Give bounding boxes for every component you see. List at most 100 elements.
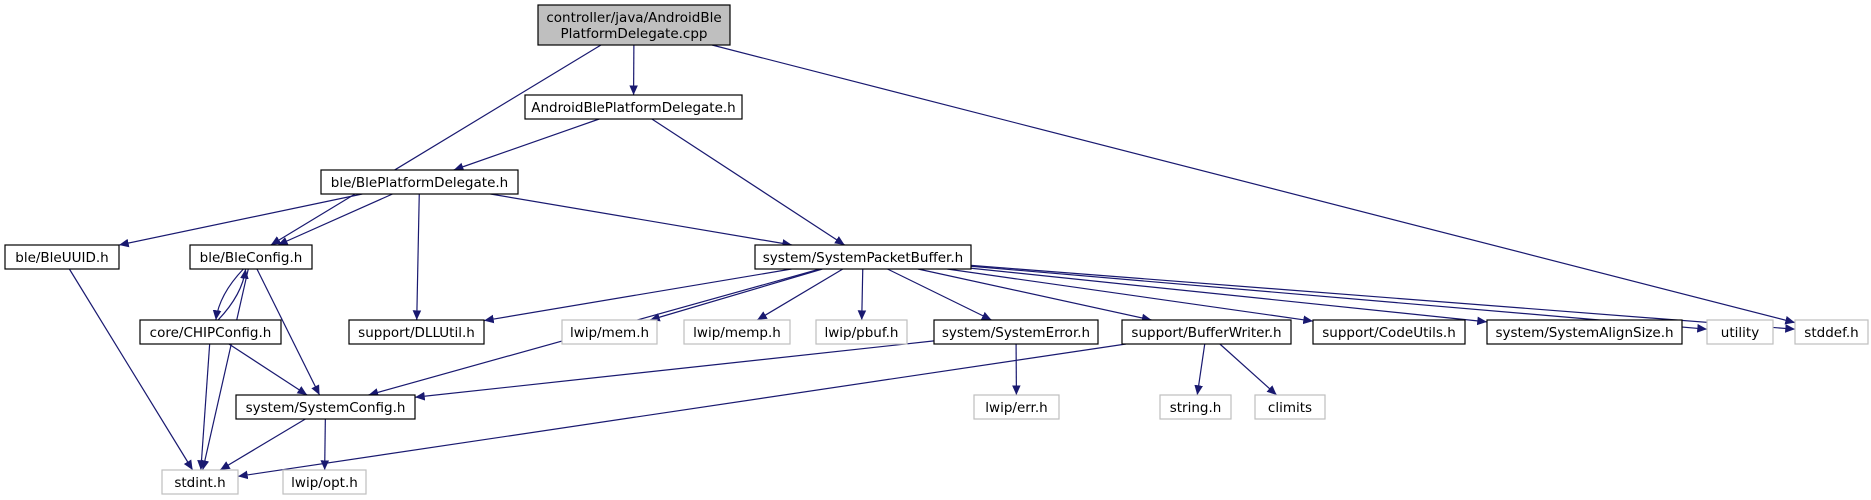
edge-sys-config-h-to-lwip-opt-h — [320, 418, 330, 471]
node-lwip-opt-h: lwip/opt.h — [282, 469, 367, 495]
edge-spb-h-to-alignsize-h — [970, 267, 1488, 326]
node-box-climits — [1254, 394, 1326, 420]
node-box-lwip-pbuf-h — [815, 319, 908, 345]
node-label-bufwriter-h: support/BufferWriter.h — [1131, 325, 1281, 341]
node-codeutils-h[interactable]: support/CodeUtils.h — [1312, 319, 1466, 345]
edge-ble-bpd-h-to-spb-h — [490, 193, 793, 248]
edge-chip-config-h-to-stdint-h — [197, 343, 211, 471]
node-string-h: string.h — [1159, 394, 1232, 420]
node-label-lwip-mem-h: lwip/mem.h — [570, 325, 649, 341]
node-label-stdint-h: stdint.h — [174, 475, 225, 491]
node-box-dllutil-h — [348, 319, 485, 345]
edge-chip-config-h-to-sys-config-h — [228, 343, 308, 396]
node-label-dllutil-h: support/DLLUtil.h — [358, 325, 475, 341]
node-label-alignsize-h: system/SystemAlignSize.h — [1495, 325, 1673, 341]
edge-ble-config-h-to-chip-config-h — [212, 268, 244, 321]
edge-spb-h-to-bufwriter-h — [917, 268, 1152, 323]
edge-abpd-h-to-spb-h — [651, 118, 845, 246]
edge-bufwriter-h-to-string-h — [1194, 343, 1206, 396]
edge-spb-h-to-dllutil-h — [483, 268, 792, 324]
edge-ble-bpd-h-to-ble-config-h — [277, 193, 393, 246]
edge-spb-h-to-sys-error-h — [887, 268, 992, 321]
edge-ble-config-h-to-sys-config-h — [256, 268, 321, 396]
node-lwip-err-h: lwip/err.h — [973, 394, 1060, 420]
node-box-stdint-h — [161, 469, 239, 495]
node-box-abpd-h — [524, 94, 743, 120]
node-lwip-pbuf-h: lwip/pbuf.h — [815, 319, 908, 345]
node-box-chip-config-h — [139, 319, 282, 345]
edge-ble-bpd-h-to-ble-uuid-h — [118, 193, 363, 248]
node-root: controller/java/AndroidBlePlatformDelega… — [537, 4, 731, 46]
node-utility: utility — [1706, 319, 1774, 345]
edge-spb-h-to-lwip-mem-h — [649, 268, 823, 322]
node-label-stddef-h: stddef.h — [1804, 325, 1858, 341]
node-ble-bpd-h[interactable]: ble/BlePlatformDelegate.h — [320, 169, 519, 195]
edge-bufwriter-h-to-climits — [1219, 343, 1278, 396]
node-stdint-h: stdint.h — [161, 469, 239, 495]
edge-spb-h-to-codeutils-h — [947, 268, 1314, 325]
node-label-lwip-err-h: lwip/err.h — [985, 400, 1047, 416]
node-label-sys-config-h: system/SystemConfig.h — [246, 400, 406, 416]
node-bufwriter-h[interactable]: support/BufferWriter.h — [1121, 319, 1292, 345]
node-label-climits: climits — [1268, 400, 1312, 416]
edge-sys-error-h-to-sys-config-h — [414, 340, 935, 401]
node-box-ble-uuid-h — [4, 244, 120, 270]
node-box-spb-h — [754, 244, 972, 270]
node-box-lwip-mem-h — [561, 319, 658, 345]
node-label-codeutils-h: support/CodeUtils.h — [1322, 325, 1456, 341]
node-label-spb-h: system/SystemPacketBuffer.h — [763, 250, 963, 266]
node-label-lwip-memp-h: lwip/memp.h — [693, 325, 781, 341]
node-dllutil-h[interactable]: support/DLLUtil.h — [348, 319, 485, 345]
node-box-alignsize-h — [1486, 319, 1683, 345]
edge-bufwriter-h-to-stdint-h — [237, 343, 1127, 480]
node-alignsize-h[interactable]: system/SystemAlignSize.h — [1486, 319, 1683, 345]
node-label-abpd-h: AndroidBlePlatformDelegate.h — [531, 100, 736, 116]
node-label-root: PlatformDelegate.cpp — [561, 26, 708, 42]
edge-root-to-ble-config-h — [270, 44, 602, 246]
node-box-stddef-h — [1794, 319, 1869, 345]
node-label-lwip-opt-h: lwip/opt.h — [291, 475, 358, 491]
node-box-lwip-err-h — [973, 394, 1060, 420]
node-spb-h[interactable]: system/SystemPacketBuffer.h — [754, 244, 972, 270]
node-label-lwip-pbuf-h: lwip/pbuf.h — [825, 325, 899, 341]
node-label-chip-config-h: core/CHIPConfig.h — [150, 325, 272, 341]
node-box-ble-config-h — [189, 244, 313, 270]
node-ble-uuid-h[interactable]: ble/BleUUID.h — [4, 244, 120, 270]
node-label-string-h: string.h — [1170, 400, 1222, 416]
node-lwip-memp-h: lwip/memp.h — [683, 319, 791, 345]
node-stddef-h: stddef.h — [1794, 319, 1869, 345]
node-box-lwip-opt-h — [282, 469, 367, 495]
edge-abpd-h-to-ble-bpd-h — [453, 118, 600, 171]
node-box-utility — [1706, 319, 1774, 345]
node-label-ble-config-h: ble/BleConfig.h — [200, 250, 303, 266]
node-box-sys-error-h — [933, 319, 1099, 345]
node-label-utility: utility — [1721, 325, 1759, 341]
node-layer: controller/java/AndroidBlePlatformDelega… — [4, 4, 1869, 495]
edge-root-to-stddef-h — [711, 44, 1796, 325]
edge-layer — [68, 44, 1796, 480]
node-label-root: controller/java/AndroidBle — [546, 10, 721, 26]
node-box-sys-config-h — [235, 394, 416, 420]
node-label-ble-uuid-h: ble/BleUUID.h — [15, 250, 108, 266]
node-sys-config-h[interactable]: system/SystemConfig.h — [235, 394, 416, 420]
node-sys-error-h[interactable]: system/SystemError.h — [933, 319, 1099, 345]
edge-spb-h-to-lwip-pbuf-h — [857, 268, 867, 321]
edge-ble-bpd-h-to-dllutil-h — [412, 193, 422, 321]
edge-spb-h-to-lwip-memp-h — [756, 268, 844, 321]
node-ble-config-h[interactable]: ble/BleConfig.h — [189, 244, 313, 270]
node-label-sys-error-h: system/SystemError.h — [942, 325, 1090, 341]
node-box-lwip-memp-h — [683, 319, 791, 345]
edge-ble-config-h-to-stdint-h — [200, 268, 249, 471]
node-box-string-h — [1159, 394, 1232, 420]
node-lwip-mem-h: lwip/mem.h — [561, 319, 658, 345]
edge-ble-uuid-h-to-stdint-h — [68, 268, 194, 471]
node-box-codeutils-h — [1312, 319, 1466, 345]
node-chip-config-h[interactable]: core/CHIPConfig.h — [139, 319, 282, 345]
node-box-ble-bpd-h — [320, 169, 519, 195]
node-abpd-h[interactable]: AndroidBlePlatformDelegate.h — [524, 94, 743, 120]
node-box-root — [537, 4, 731, 46]
node-climits: climits — [1254, 394, 1326, 420]
node-label-ble-bpd-h: ble/BlePlatformDelegate.h — [331, 175, 508, 191]
edge-chip-config-h-to-ble-config-h — [217, 268, 249, 321]
